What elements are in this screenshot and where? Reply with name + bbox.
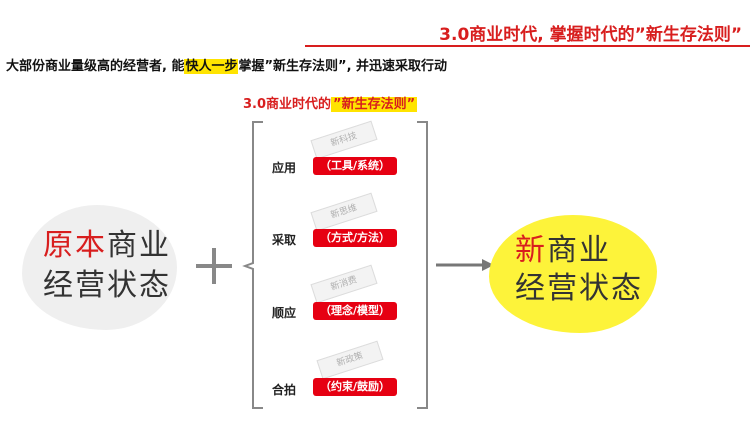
stamp-new-tech: 新科技: [310, 120, 378, 160]
new-state-blob: [489, 215, 657, 333]
stamp-new-consumption: 新消费: [310, 264, 378, 304]
new-label-red: 新: [515, 233, 547, 268]
pill-tools-systems: （工具/系统）: [313, 157, 398, 175]
original-state-line2: 经营状态: [43, 268, 171, 303]
subtitle-prefix: 3.0商业时代的: [243, 97, 332, 112]
intro-after: 掌握”新生存法则”, 并迅速采取行动: [238, 59, 448, 74]
original-label-red: 原本: [43, 228, 107, 263]
intro-text: 大部份商业量级高的经营者, 能快人一步掌握”新生存法则”, 并迅速采取行动: [6, 55, 447, 74]
original-label-rest: 商业: [107, 228, 171, 263]
row-label-conform: 顺应: [272, 306, 297, 320]
intro-before: 大部份商业量级高的经营者, 能: [6, 59, 185, 74]
pill-methods: （方式/方法）: [313, 229, 398, 247]
stamp-new-thinking: 新思维: [310, 192, 378, 232]
diagram-subtitle: 3.0商业时代的”新生存法则”: [243, 93, 418, 112]
original-state-blob: [22, 205, 177, 330]
pill-concepts-models: （理念/模型）: [313, 302, 398, 320]
new-label-rest: 商业: [547, 233, 611, 268]
intro-highlight: 快人一步: [184, 59, 239, 74]
row-label-apply: 应用: [272, 161, 297, 175]
row-label-adopt: 采取: [272, 233, 297, 247]
new-state-line2: 经营状态: [515, 271, 643, 306]
arrow-right-icon: [436, 259, 494, 271]
subtitle-highlight: ”新生存法则”: [331, 97, 418, 112]
right-bracket: [417, 121, 428, 409]
title-underline: [305, 45, 750, 47]
pill-constraints-incentives: （约束/鼓励）: [313, 378, 398, 396]
new-state-line1: 新商业: [515, 233, 611, 269]
original-state-line1: 原本商业: [43, 228, 171, 264]
left-bracket: [242, 121, 263, 409]
row-label-align: 合拍: [272, 383, 297, 397]
plus-icon: [196, 248, 232, 284]
page-title: 3.0商业时代, 掌握时代的”新生存法则”: [439, 25, 742, 45]
stamp-new-policy: 新政策: [316, 340, 384, 380]
